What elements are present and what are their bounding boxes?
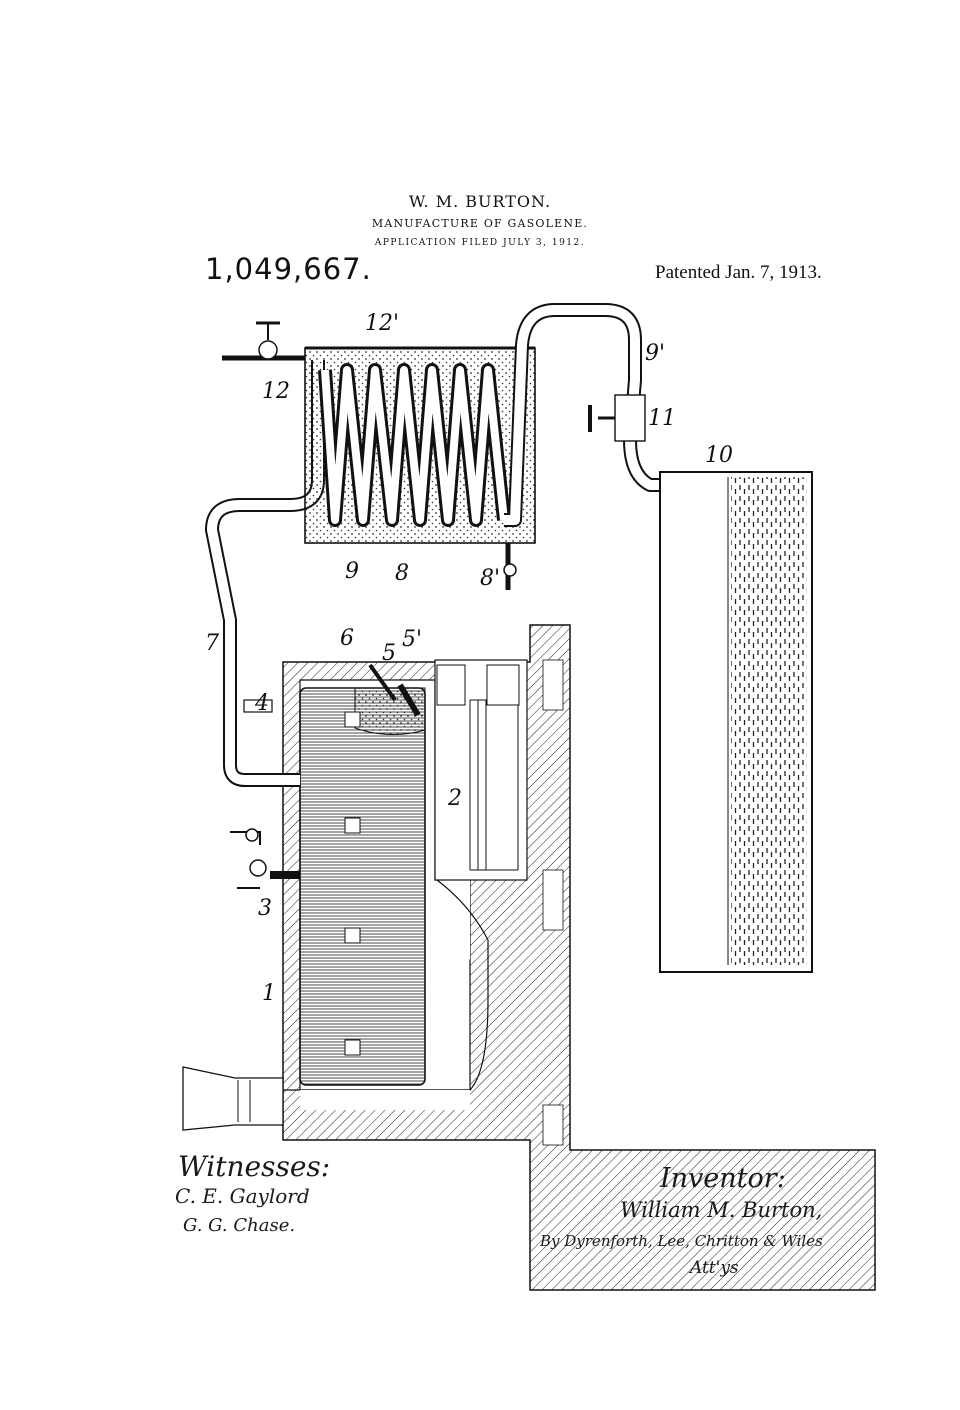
ref-11: 11 [648,406,676,431]
ref-1: 1 [262,981,276,1006]
ref-8: 8 [395,561,409,586]
patent-title: MANUFACTURE OF GASOLENE. [371,217,589,230]
receiver-tank-10 [659,471,813,973]
valve-3 [230,828,300,889]
pressure-gage-4 [243,699,273,713]
chimney-flue [182,1066,284,1131]
attorneys-signature: By Dyrenforth, Lee, Chritton & Wiles [540,1232,823,1250]
witness-signature-2: G. G. Chase. [183,1215,296,1236]
attorneys-label: Att'ys [690,1258,739,1278]
inventor-name-heading: W. M. BURTON. [408,192,552,211]
ref-6: 6 [340,626,354,651]
ref-2: 2 [447,786,462,811]
ref-7: 7 [205,631,219,656]
valve-11 [588,394,646,442]
inventor-label: Inventor: [660,1163,786,1194]
application-filed-line: APPLICATION FILED JULY 3, 1912. [374,238,586,248]
ref-3: 3 [258,896,272,921]
ref-5p: 5' [402,627,422,652]
ref-4: 4 [254,691,269,716]
pipe-6 [368,663,397,702]
witnesses-label: Witnesses: [178,1150,331,1183]
ref-9: 9 [345,559,359,584]
patented-date: Patented Jan. 7, 1913. [655,262,822,283]
patent-number: 1,049,667. [205,252,372,286]
valve-12 [222,321,305,361]
ref-5: 5 [382,641,396,666]
condenser-tank-8 [304,346,536,544]
thermometer-5 [397,683,421,717]
drain-cock-8p [503,543,517,590]
ref-12p: 12' [365,311,399,336]
ref-8p: 8' [480,566,500,591]
ref-9p: 9' [645,341,665,366]
witness-signature-1: C. E. Gaylord [175,1184,310,1208]
inventor-signature: William M. Burton, [620,1198,823,1222]
ref-12: 12 [262,379,290,404]
ref-10: 10 [705,443,733,468]
still-cylinder [299,687,426,1086]
